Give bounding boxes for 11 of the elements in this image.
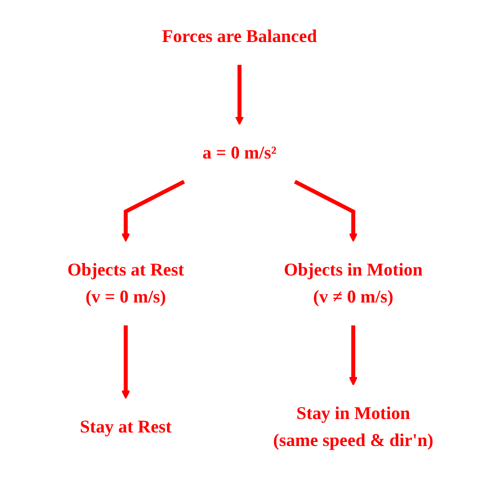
- arrow: [349, 325, 358, 386]
- arrow: [122, 180, 186, 242]
- node-text: Stay in Motion (same speed & dir'n): [273, 403, 434, 450]
- arrow: [122, 325, 130, 400]
- node-text: Objects in Motion (v ≠ 0 m/s): [284, 259, 423, 306]
- arrow: [235, 64, 244, 126]
- arrow: [294, 180, 358, 242]
- node-text: Objects at Rest (v = 0 m/s): [68, 259, 184, 306]
- node-text: Forces are Balanced: [162, 26, 318, 46]
- node-text: Stay at Rest: [80, 416, 172, 437]
- node-text: a = 0 m/s²: [202, 142, 277, 163]
